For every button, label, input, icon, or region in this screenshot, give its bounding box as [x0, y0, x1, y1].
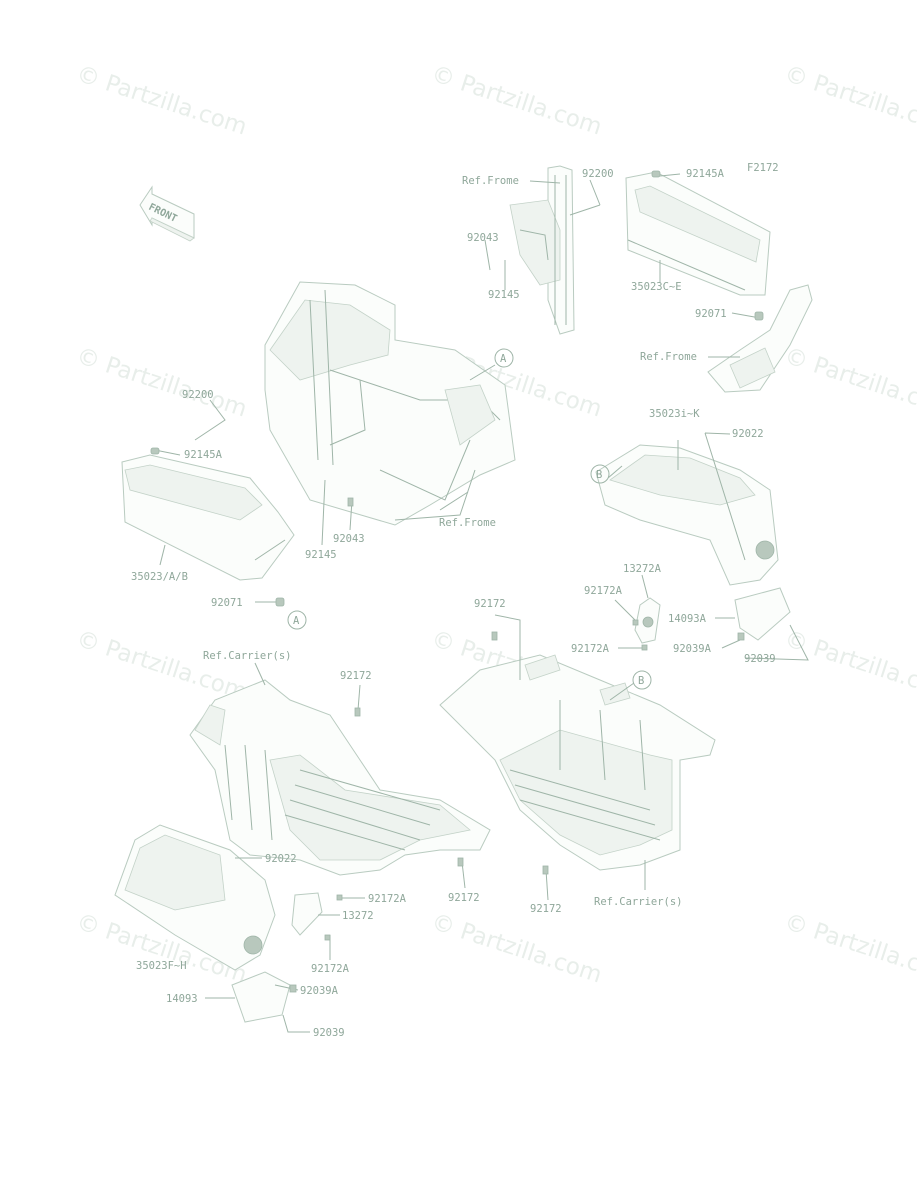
callout-b-circle	[590, 464, 610, 484]
watermark: © Partzilla.com	[781, 909, 917, 989]
fender-panel-left	[121, 454, 295, 581]
part-label: 92043	[467, 232, 499, 244]
part-label: 92200	[182, 389, 214, 401]
callout-a: A	[500, 353, 507, 365]
part-label: 92145A	[184, 449, 223, 461]
watermark: © Partzilla.com	[781, 343, 917, 423]
part-label: Ref.Carrier(s)	[203, 650, 292, 662]
part-label: 92039A	[673, 643, 712, 655]
part-label: 92172	[530, 903, 562, 915]
part-label: Ref.Carrier(s)	[594, 896, 683, 908]
callout-a: A	[293, 615, 300, 627]
part-label: 92039A	[300, 985, 339, 997]
central-frame	[264, 281, 516, 526]
bracket-13272	[291, 892, 323, 936]
part-label: Ref.Frome	[462, 175, 519, 187]
watermark: © Partzilla.com	[73, 61, 250, 141]
part-label: 92200	[582, 168, 614, 180]
part-label: 92172	[340, 670, 372, 682]
part-label: 92172A	[571, 643, 610, 655]
fender-lower-left	[114, 824, 291, 1023]
part-label: 14093A	[668, 613, 707, 625]
part-label: 92039	[313, 1027, 345, 1039]
part-label: 35023i~K	[649, 408, 700, 420]
diagram-code: F2172	[747, 162, 779, 174]
watermark: © Partzilla.com	[428, 61, 605, 141]
part-label: 13272	[342, 910, 374, 922]
part-label: 92172A	[584, 585, 623, 597]
part-label: 92043	[333, 533, 365, 545]
part-label: 35023F~H	[136, 960, 187, 972]
part-label: 13272A	[623, 563, 662, 575]
callouts: A A B B	[287, 348, 652, 701]
watermark: © Partzilla.com	[781, 626, 917, 706]
fender-panel-upper-right	[625, 171, 771, 296]
part-labels: F2172 Ref.Frome 92200 92145A 92043 92145…	[131, 162, 779, 1039]
part-label: 92172A	[311, 963, 350, 975]
watermark: © Partzilla.com	[428, 909, 605, 989]
part-label: 92172	[448, 892, 480, 904]
part-label: 92022	[732, 428, 764, 440]
fender-right	[595, 444, 791, 641]
watermark: © Partzilla.com	[73, 343, 250, 423]
part-label: 92071	[211, 597, 243, 609]
part-label: 92145A	[686, 168, 725, 180]
part-label: 92145	[488, 289, 520, 301]
part-label: 14093	[166, 993, 198, 1005]
callout-b-circle	[632, 670, 652, 690]
frame-pillar-upper	[509, 165, 575, 335]
part-label: 35023/A/B	[131, 571, 188, 583]
callout-b: B	[638, 675, 644, 687]
callout-a-circle	[494, 348, 514, 368]
front-arrow-icon: FRONT	[139, 185, 195, 242]
part-label: Ref.Frome	[439, 517, 496, 529]
cargo-bed-left	[189, 679, 491, 876]
part-label: 92172	[474, 598, 506, 610]
part-label: 92071	[695, 308, 727, 320]
part-label: 92172A	[368, 893, 407, 905]
watermark: © Partzilla.com	[73, 626, 250, 706]
fastener-marks	[150, 170, 764, 993]
watermark: © Partzilla.com	[781, 61, 917, 141]
part-label: 35023C~E	[631, 281, 682, 293]
part-label: 92145	[305, 549, 337, 561]
bracket-upper-right	[707, 284, 813, 393]
callout-b: B	[596, 469, 602, 481]
cargo-bed-right	[439, 654, 716, 871]
callout-a-circle	[287, 610, 307, 630]
bracket-13272A	[634, 597, 661, 644]
part-label: 92039	[744, 653, 776, 665]
part-label: 92022	[265, 853, 297, 865]
part-label: Ref.Frome	[640, 351, 697, 363]
